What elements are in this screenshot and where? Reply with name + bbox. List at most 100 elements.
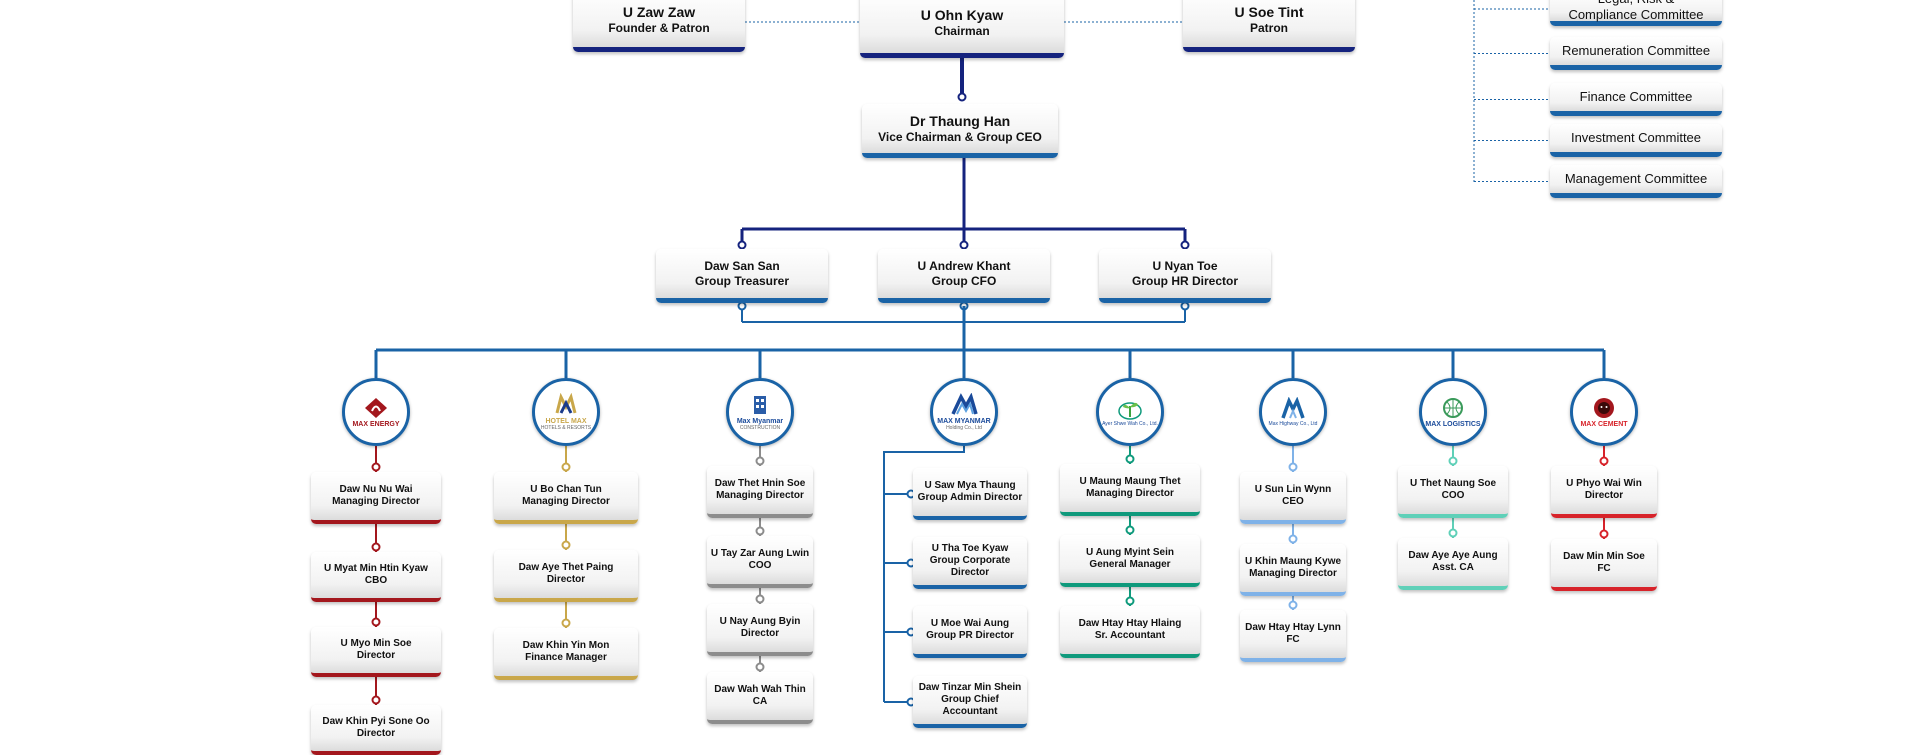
- staff-connector-node: [1125, 596, 1135, 606]
- company-logo[interactable]: MAX LOGISTICS: [1419, 378, 1487, 446]
- person-role: Founder & Patron: [608, 20, 710, 35]
- committee-box[interactable]: Finance Committee: [1550, 83, 1722, 116]
- company-logo[interactable]: Ayer Shwe Wah Co., Ltd.: [1096, 378, 1164, 446]
- person-role: Sr. Accountant: [1094, 630, 1166, 641]
- staff-connector-node: [755, 662, 765, 672]
- committee-label: Legal, Risk &: [1598, 0, 1675, 7]
- person-name: Daw Nu Nu Wai: [339, 483, 413, 495]
- person-name: U Phyo Wai Win: [1566, 477, 1642, 489]
- company-logo[interactable]: Max Highway Co., Ltd: [1259, 378, 1327, 446]
- person-name: U Soe Tint: [1234, 3, 1304, 20]
- company-logo[interactable]: MAX CEMENT: [1570, 378, 1638, 446]
- blue-m-stripes-icon: [951, 393, 978, 415]
- person-name: U Andrew Khant: [917, 258, 1011, 273]
- person-name: Daw Min Min Soe: [1563, 550, 1645, 562]
- committee-box[interactable]: Management Committee: [1550, 165, 1722, 198]
- person-name: Daw Tinzar Min Shein: [918, 681, 1022, 693]
- company-logo-text: Max Myanmar: [736, 418, 784, 425]
- company-logo-text: MAX ENERGY: [352, 421, 400, 428]
- staff-connector-node: [371, 617, 381, 627]
- person-role: Managing Director: [716, 490, 804, 501]
- staff-connector-node: [755, 594, 765, 604]
- person-role: FC: [1597, 563, 1611, 574]
- company-logo-subtext: Holding Co., Ltd: [946, 425, 982, 431]
- person-role: Director: [740, 628, 780, 639]
- staff-connector-node: [1125, 454, 1135, 464]
- staff-connector-node: [1125, 525, 1135, 535]
- committee-box[interactable]: Legal, Risk &Compliance Committee: [1550, 0, 1722, 26]
- committee-box[interactable]: Investment Committee: [1550, 124, 1722, 157]
- building-cube-icon: [754, 396, 766, 414]
- person-role: Finance Manager: [525, 652, 607, 663]
- person-name: U Maung Maung Thet: [1079, 475, 1181, 487]
- person-role: Group PR Director: [926, 630, 1014, 641]
- person-name: Daw Khin Yin Mon: [522, 639, 610, 651]
- person-name: U Saw Mya Thaung: [924, 479, 1016, 491]
- person-name: U Khin Maung Kywe: [1244, 555, 1342, 567]
- person-role: Director: [356, 650, 396, 661]
- committee-box[interactable]: Remuneration Committee: [1550, 37, 1722, 70]
- person-role: Group CFO: [931, 273, 997, 288]
- red-diamond-flame-icon: [365, 398, 387, 418]
- committee-label-line2: Compliance Committee: [1568, 6, 1704, 22]
- staff-connector-node: [755, 526, 765, 536]
- person-name: U Zaw Zaw: [622, 3, 696, 20]
- person-role: Director: [546, 574, 586, 585]
- staff-connector-node: [371, 542, 381, 552]
- blue-m-road-icon: [1281, 397, 1305, 419]
- person-name: Daw Htay Htay Lynn: [1245, 621, 1341, 633]
- person-role: CEO: [1282, 496, 1304, 507]
- person-role: Asst. CA: [1432, 562, 1474, 573]
- person-name: Daw Khin Pyi Sone Oo: [322, 715, 430, 727]
- person-name: U Aung Myint Sein: [1086, 546, 1174, 558]
- company-logo[interactable]: MAX ENERGY: [342, 378, 410, 446]
- person-role: Group Corporate Director: [929, 554, 1011, 579]
- person-role: CA: [752, 696, 768, 707]
- person-name: U Nay Aung Byin: [719, 615, 801, 627]
- exec-bottom-node: [737, 301, 747, 311]
- green-sprout-icon: [1118, 402, 1142, 420]
- person-role: FC: [1286, 634, 1300, 645]
- person-name: U Tay Zar Aung Lwin: [710, 547, 810, 559]
- person-name: U Myat Min Htin Kyaw: [324, 562, 428, 574]
- exec-connector-node: [959, 240, 969, 250]
- staff-connector-node: [371, 462, 381, 472]
- holding-spine-line: [883, 446, 965, 702]
